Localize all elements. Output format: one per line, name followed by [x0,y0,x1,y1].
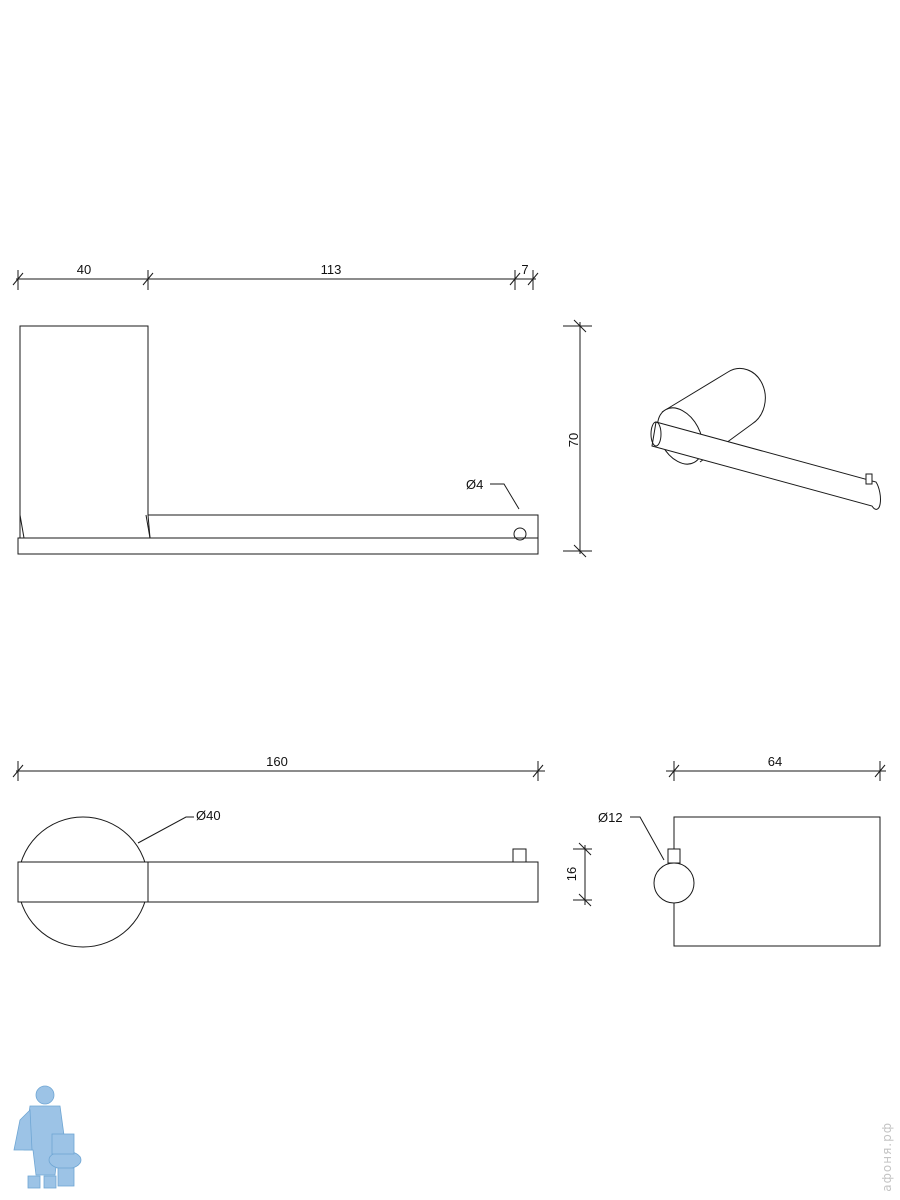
pin-circle [513,527,527,541]
base-edge [19,514,25,539]
side-leader [630,816,665,861]
wall-plate [17,537,539,555]
side-bar-circle [653,862,695,904]
dim-tick [12,764,24,778]
dim-tick [668,764,680,778]
dim-label-113: 113 [321,262,342,277]
side-plate [673,816,881,947]
base-edge [145,514,151,539]
dim-tick [573,544,587,558]
dim-tick [509,272,521,286]
side-pin [667,848,681,864]
dim-label-64: 64 [768,754,782,769]
dim-label-16: 16 [564,867,579,881]
dim-label-7: 7 [521,262,528,277]
dim-label-pin: Ø4 [466,477,483,492]
dim-tick [573,319,587,333]
dim-tick [142,272,154,286]
dim-label-base: Ø40 [196,808,221,823]
iso-bar-end [650,421,662,447]
dim-tick [12,272,24,286]
dim-tick [578,893,592,907]
base-leader [137,816,194,844]
top-pin [512,848,527,863]
front-view: 40 113 7 Ø4 70 [12,262,592,558]
dim-label-40: 40 [77,262,91,277]
dim-label-side: Ø12 [598,810,623,825]
iso-bar [651,421,881,510]
iso-pin [865,473,873,485]
dim-tick [874,764,886,778]
top-bar [17,861,539,903]
bar-top [148,514,539,538]
watermark-text: афоня.рф [880,1122,894,1192]
iso-base-cylinder [661,368,766,463]
pin-leader [490,483,520,510]
base-body [19,325,151,539]
side-view: 64 Ø12 [598,754,886,947]
dim-tick [578,842,592,856]
dim-tick [527,272,539,286]
dim-label-160: 160 [266,754,288,769]
dim-label-70: 70 [566,433,581,447]
plumber-logo [13,1085,82,1189]
isometric-view [650,368,881,510]
dim-tick [532,764,544,778]
top-view: 160 Ø40 16 [12,754,592,948]
